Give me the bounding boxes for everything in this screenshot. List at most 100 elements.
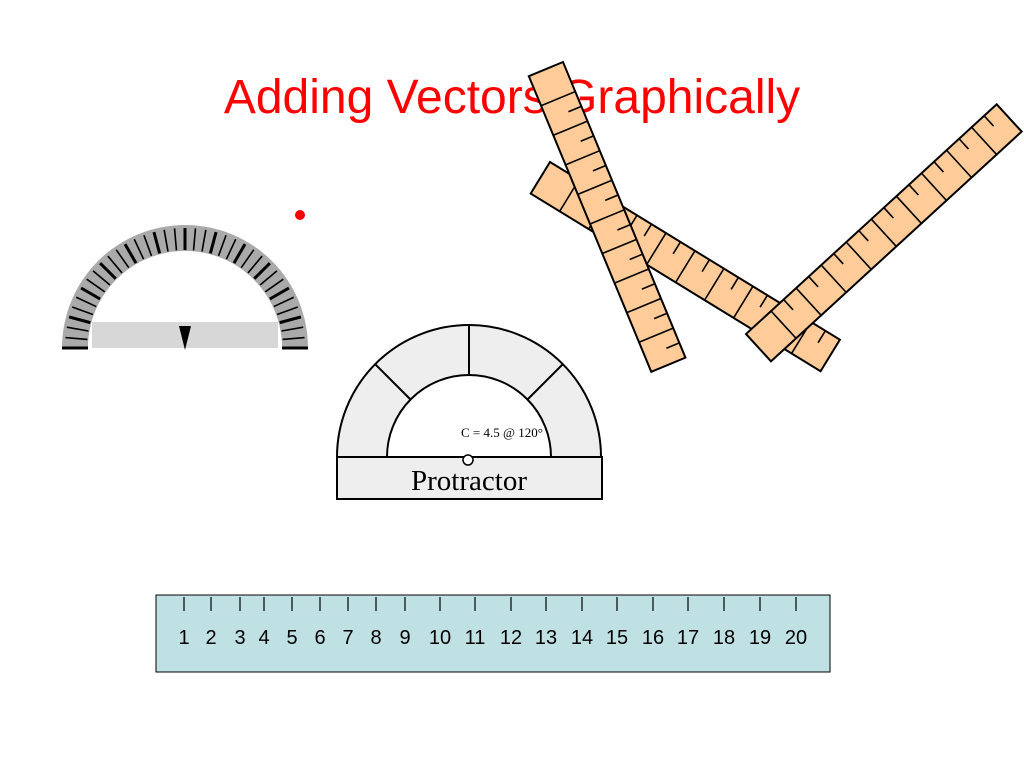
dial-tick: [68, 315, 91, 325]
ruler-body: [155, 594, 831, 673]
dial-tick: [253, 262, 271, 280]
ruler-number: 14: [571, 627, 593, 649]
ruler-half-tick: [617, 223, 631, 231]
dial-tick: [173, 228, 178, 251]
ruler-division: [674, 250, 696, 283]
ruler-division: [703, 268, 725, 301]
protractor-base: [336, 456, 603, 500]
ruler-number: 2: [205, 627, 216, 649]
dial-tick: [65, 336, 88, 341]
ruler-division: [870, 218, 897, 247]
ruler-number: 20: [785, 627, 807, 649]
vector-label: C = 4.5 @ 120°: [461, 425, 543, 440]
ruler-division: [920, 172, 948, 202]
dial-tick: [264, 278, 284, 293]
dial-tick: [99, 262, 117, 280]
dial-tick: [107, 255, 123, 274]
dial-tick: [273, 296, 295, 308]
dial-tick: [201, 229, 207, 252]
ruler-division: [553, 120, 588, 137]
ruler-half-tick: [958, 138, 970, 150]
ruler-division: [732, 285, 754, 319]
ruler-half-tick: [783, 299, 794, 311]
dial-tick: [152, 231, 162, 254]
ruler-half-tick: [759, 294, 769, 308]
dial-pointer-icon: [179, 326, 191, 350]
ruler-number: 4: [258, 627, 269, 649]
ruler-number: 8: [370, 627, 381, 649]
dial-tick: [259, 270, 278, 286]
dial-tick: [279, 315, 302, 325]
ruler-half-tick: [808, 276, 819, 288]
dial-tick: [115, 249, 130, 269]
ruler-division: [565, 149, 601, 166]
ruler-half-tick: [701, 259, 711, 273]
ruler-division: [945, 149, 973, 179]
ruler-division: [626, 297, 662, 314]
dial-tick: [269, 286, 290, 301]
dial-tick: [282, 336, 305, 341]
ruler-tick-marks: [183, 597, 797, 611]
dial-tick: [80, 286, 101, 301]
ruler-division: [770, 310, 797, 339]
ruler-half-tick: [858, 230, 869, 242]
dial-tick: [75, 296, 97, 308]
bullet-dot: [295, 210, 305, 220]
ruler-half-tick: [568, 105, 582, 113]
dial-tick: [71, 306, 94, 316]
ruler-number: 16: [642, 627, 664, 649]
ruler-number: 15: [606, 627, 628, 649]
ruler-number: 3: [234, 627, 245, 649]
ruler-division: [971, 126, 998, 156]
ruler-half-tick: [641, 282, 656, 290]
dial-tick: [143, 234, 153, 257]
ruler-half-tick: [933, 161, 945, 173]
ruler-half-tick: [983, 115, 995, 127]
ruler-division: [601, 238, 637, 255]
ruler-half-tick: [833, 253, 844, 265]
ruler-division: [589, 209, 625, 225]
dial-tick: [232, 243, 247, 264]
ruler-number: 5: [286, 627, 297, 649]
dial-protractor[interactable]: [62, 225, 308, 350]
vector-protractor[interactable]: Protractor C = 4.5 @ 120°: [335, 324, 603, 500]
dial-tick: [225, 238, 237, 260]
dial-tick: [86, 278, 106, 293]
ruler-half-tick: [653, 312, 668, 320]
dial-tick: [192, 228, 197, 251]
ruler-half-tick: [643, 223, 653, 237]
ruler-number: 7: [342, 627, 353, 649]
ruler-half-tick: [592, 164, 607, 172]
ruler-division: [895, 195, 922, 224]
dial-tick: [66, 326, 89, 332]
wooden-ruler-rising[interactable]: [744, 102, 1024, 363]
ruler-number: 1: [178, 627, 189, 649]
ruler-number: 19: [749, 627, 771, 649]
protractor-center-hole: [462, 454, 474, 466]
ruler-number: 10: [429, 627, 451, 649]
ruler-division: [845, 241, 872, 270]
ruler-half-tick: [629, 253, 643, 261]
ruler-half-tick: [604, 194, 619, 202]
ruler-division: [638, 327, 674, 343]
ruler-half-tick: [908, 184, 919, 196]
dial-tick: [163, 229, 169, 252]
ruler-number: 11: [465, 627, 486, 649]
dial-tick: [281, 326, 304, 332]
wooden-ruler-upright[interactable]: [527, 60, 687, 374]
ruler-half-tick: [580, 135, 594, 143]
ruler-half-tick: [817, 330, 827, 344]
ruler-division: [577, 179, 613, 196]
ruler-division: [645, 232, 667, 266]
ruler-half-tick: [883, 207, 894, 219]
dial-tick: [123, 243, 138, 264]
ruler-half-tick: [672, 241, 682, 255]
dial-tick: [276, 306, 299, 316]
dial-tick-marks: [62, 228, 308, 350]
protractor-label: Protractor: [411, 465, 527, 497]
dial-tick: [240, 249, 255, 269]
ruler-division: [540, 90, 576, 107]
